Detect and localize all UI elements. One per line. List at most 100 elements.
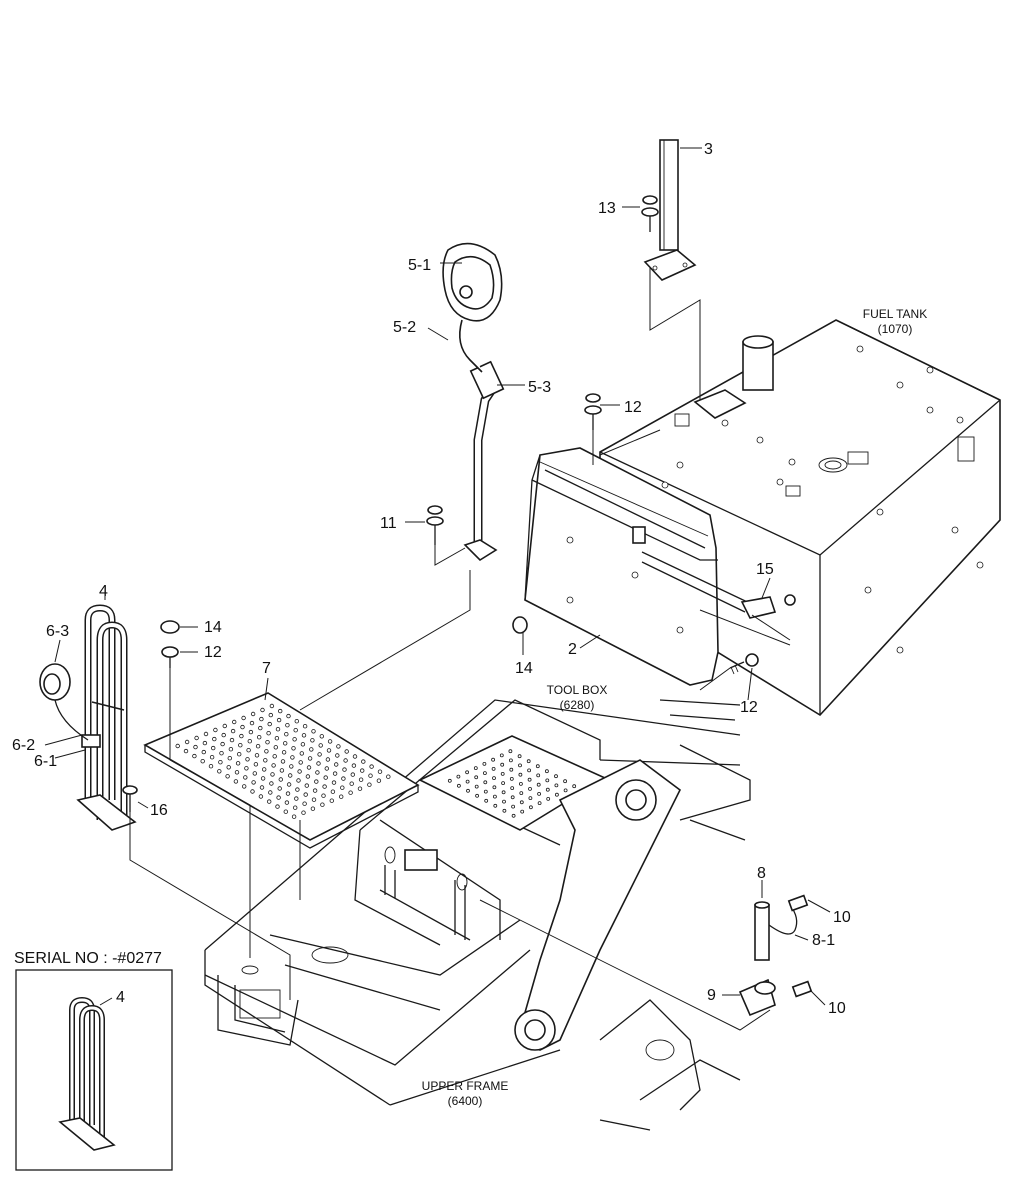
plate-perforation [329,798,334,803]
plate-perforation [332,771,338,776]
mat-perforation [528,787,532,791]
label-part-5-2: 5-2 [393,319,416,336]
plate-perforation [194,735,199,741]
plate-perforation [273,745,278,750]
plate-perforation [209,755,215,760]
mat-perforation [465,770,470,775]
work-light [39,663,89,741]
plate-perforation [249,720,255,726]
plate-perforation [293,805,298,810]
label-part-6-1: 6-1 [34,753,57,770]
note-fuel-tank-code: (1070) [878,322,913,336]
plate-perforation [343,758,348,763]
label-part-15: 15 [756,561,774,578]
mat-perforation [482,762,487,766]
plate-perforation [286,782,292,787]
plate-perforation [192,753,197,759]
plate-perforation [296,778,301,783]
plate-perforation [295,787,300,792]
plate-perforation [245,757,250,762]
plate-perforation [184,739,190,745]
bolt-13 [641,195,659,232]
plate-perforation [260,707,265,713]
note-tool-box-code: (6280) [560,698,595,712]
plate-perforation [269,703,275,709]
bolt-12-left [161,646,179,668]
mat-perforation [466,788,470,793]
plate-perforation [280,759,286,764]
plate-perforation [289,764,294,769]
plate-perforation [284,732,289,737]
mat-perforation [536,773,541,778]
plate-perforation [244,766,249,771]
plate-perforation [320,802,325,807]
mat-perforation [509,767,514,772]
grab-handle [76,604,137,831]
plate-perforation [331,780,337,785]
mat-perforation [447,778,452,783]
mat-perforation [554,774,558,779]
mat-perforation [520,809,525,814]
plate-perforation [253,762,259,767]
mat-perforation [563,779,567,784]
mat-perforation [511,813,516,818]
label-part-9: 9 [707,987,716,1004]
plate-perforation [368,773,373,778]
plate-perforation [271,763,276,768]
mat-perforation [546,797,551,801]
plate-perforation [285,791,291,796]
plate-perforation [200,759,205,764]
plate-perforation [241,715,246,721]
plate-perforation [358,777,364,782]
mat-perforation [491,767,496,771]
plate-perforation [283,741,288,746]
plate-perforation [311,729,316,734]
mat-perforation [456,783,461,788]
plate-perforation [279,768,285,773]
mat-perforation [536,782,541,787]
plate-perforation [301,810,306,815]
plate-perforation [183,748,189,754]
mat-perforation [491,757,496,762]
plate-perforation [274,736,280,741]
mat-perforation [483,789,488,794]
plate-perforation [301,733,307,738]
plate-perforation [259,716,264,722]
mat-perforation [527,768,531,773]
mat-perforation [572,784,577,789]
mat-perforation [511,804,515,809]
mat-perforation [537,801,542,805]
plate-perforation [367,782,372,787]
plate-perforation [284,800,290,805]
label-part-5-1: 5-1 [408,257,431,274]
plate-perforation [322,784,327,789]
plate-perforation [252,771,257,776]
plate-perforation [270,772,275,777]
mat-perforation [545,778,550,783]
mat-perforation [500,762,505,767]
plate-perforation [266,731,271,736]
mat-perforation [528,796,533,800]
plate-perforation [226,765,231,770]
plate-perforation [251,780,256,785]
plate-perforation [315,770,320,775]
plate-perforation [212,736,217,742]
mirror-arm [459,319,505,562]
plate-perforation [299,751,304,756]
plate-perforation [361,759,366,764]
plate-perforation [292,737,297,742]
plate-perforation [302,801,307,806]
label-part-13: 13 [598,200,616,217]
plate-perforation [352,754,358,759]
plate-perforation [250,711,256,717]
mat-perforation [474,775,479,780]
plate-perforation [324,766,329,771]
plate-perforation [304,783,309,788]
plate-perforation [230,728,236,734]
plate-perforation [193,744,198,750]
mat-perforation [554,783,559,788]
mat-perforation [517,754,522,759]
plate-perforation [234,770,240,775]
label-part-6-2: 6-2 [12,737,35,754]
label-part-2: 2 [568,641,577,658]
